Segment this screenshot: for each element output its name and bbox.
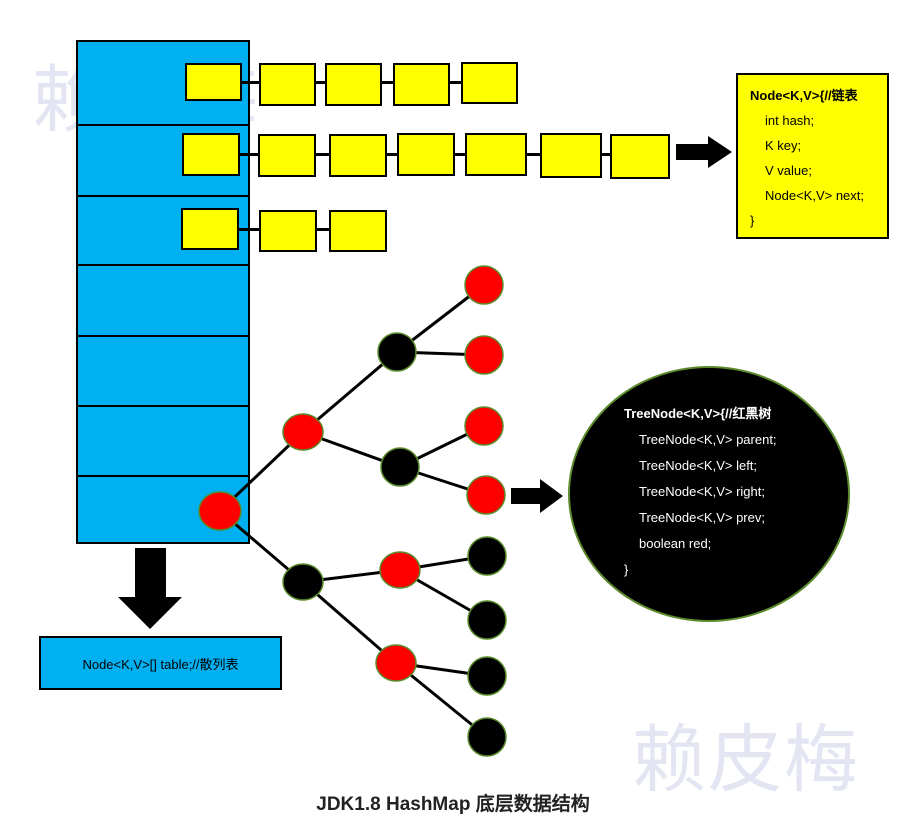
node-field: V value; (765, 163, 812, 178)
list-node (393, 63, 450, 106)
treenode-close-brace: } (624, 562, 629, 577)
list-node (259, 210, 317, 252)
bucket-divider (78, 264, 248, 266)
red-tree-node (379, 551, 421, 589)
node-title: Node<K,V>{//链表 (750, 88, 858, 103)
list-node (182, 133, 240, 176)
red-tree-node (466, 475, 506, 515)
bucket-divider (78, 335, 248, 337)
treenode-field: TreeNode<K,V> prev; (639, 510, 765, 525)
bucket-divider (78, 124, 248, 126)
node-field: Node<K,V> next; (765, 188, 865, 203)
red-tree-node (375, 644, 417, 682)
black-tree-node (467, 600, 507, 640)
bucket-divider (78, 195, 248, 197)
arrow-down-icon (118, 548, 182, 629)
red-tree-node (198, 491, 242, 531)
black-tree-node (467, 717, 507, 757)
node-close-brace: } (750, 213, 755, 228)
node-field: int hash; (765, 113, 815, 128)
red-tree-node (464, 335, 504, 375)
linked-node-definition: Node<K,V>{//链表 int hash; K key; V value;… (736, 73, 889, 239)
list-node (185, 63, 242, 101)
black-tree-node (282, 563, 324, 601)
watermark-bottom: 赖皮梅 (632, 717, 860, 803)
tree-edge (302, 580, 397, 665)
node-field: K key; (765, 138, 802, 153)
treenode-field: TreeNode<K,V> parent; (639, 432, 777, 447)
hash-table-array (76, 40, 250, 544)
list-node (329, 210, 387, 252)
table-label-text: Node<K,V>[] table;//散列表 (82, 656, 239, 672)
arrow-right-icon (511, 479, 563, 513)
list-node (540, 133, 602, 178)
black-tree-node (467, 656, 507, 696)
list-node (258, 134, 316, 177)
list-node (325, 63, 382, 106)
list-node (461, 62, 518, 104)
table-label: Node<K,V>[] table;//散列表 (39, 636, 282, 690)
black-tree-node (467, 536, 507, 576)
red-tree-node (464, 265, 504, 305)
list-node (465, 133, 527, 176)
black-tree-node (380, 447, 420, 487)
list-node (397, 133, 455, 176)
list-node (329, 134, 387, 177)
list-node (610, 134, 670, 179)
bucket-divider (78, 475, 248, 477)
red-tree-node (464, 406, 504, 446)
treenode-definition: TreeNode<K,V>{//红黑树 TreeNode<K,V> parent… (568, 366, 850, 622)
treenode-field: TreeNode<K,V> right; (639, 484, 765, 499)
treenode-field: TreeNode<K,V> left; (639, 458, 758, 473)
list-node (181, 208, 239, 250)
tree-edge (302, 350, 398, 434)
black-tree-node (377, 332, 417, 372)
treenode-field: boolean red; (639, 536, 712, 551)
diagram-caption: JDK1.8 HashMap 底层数据结构 (316, 794, 590, 815)
treenode-title: TreeNode<K,V>{//红黑树 (624, 406, 772, 421)
bucket-divider (78, 405, 248, 407)
list-node (259, 63, 316, 106)
arrow-right-icon (676, 136, 732, 168)
red-tree-node (282, 413, 324, 451)
